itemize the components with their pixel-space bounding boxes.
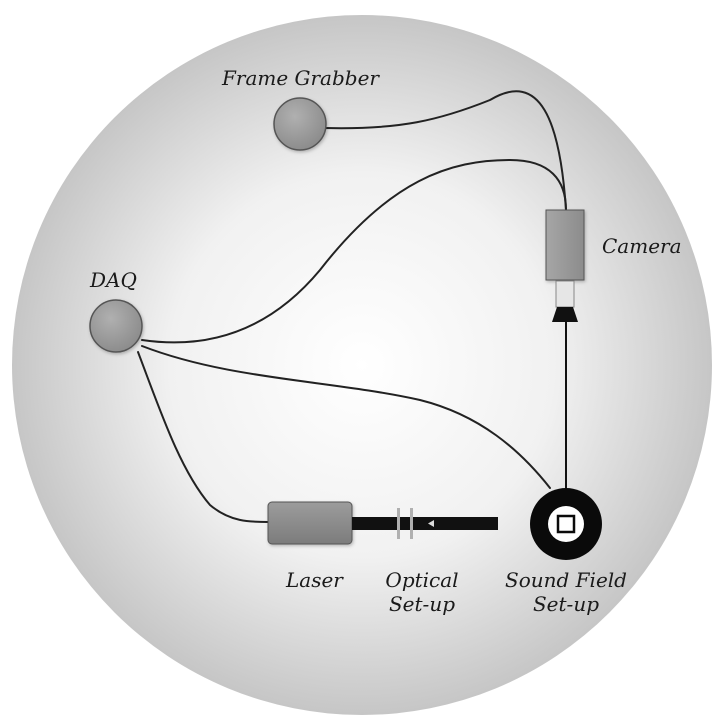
beam-arrow-marker (428, 520, 434, 527)
label-laser: Laser (286, 568, 343, 592)
camera-lens-barrel (555, 280, 575, 308)
camera-lens-cone (552, 307, 578, 322)
camera-body (545, 209, 585, 281)
camera (545, 209, 585, 322)
label-daq: DAQ (90, 268, 137, 292)
wire-daq-camera (141, 158, 567, 344)
laser-body (267, 501, 353, 545)
sound-field-setup (530, 488, 602, 560)
wire-daq-soundfield (141, 345, 551, 489)
daq-node (89, 299, 143, 353)
label-optical-setup-line1: Optical (385, 568, 459, 592)
optical-element-1 (397, 508, 400, 539)
optical-element-2 (410, 508, 413, 539)
label-camera: Camera (602, 234, 682, 258)
sound-field-inner-ring (548, 506, 584, 542)
label-sound-field-setup: Sound Field Set-up (496, 568, 636, 616)
frame-grabber-node (273, 97, 327, 151)
sound-field-sample (556, 514, 576, 534)
label-sound-field-line2: Set-up (532, 592, 599, 616)
label-sound-field-line1: Sound Field (505, 568, 627, 592)
label-optical-setup-line2: Set-up (388, 592, 455, 616)
wire-framegrabber-camera (323, 90, 567, 211)
wire-daq-laser (137, 351, 269, 523)
laser-assembly (267, 501, 498, 545)
label-frame-grabber: Frame Grabber (222, 66, 379, 90)
label-optical-setup: Optical Set-up (380, 568, 464, 616)
laser-beam-tube (352, 517, 498, 530)
